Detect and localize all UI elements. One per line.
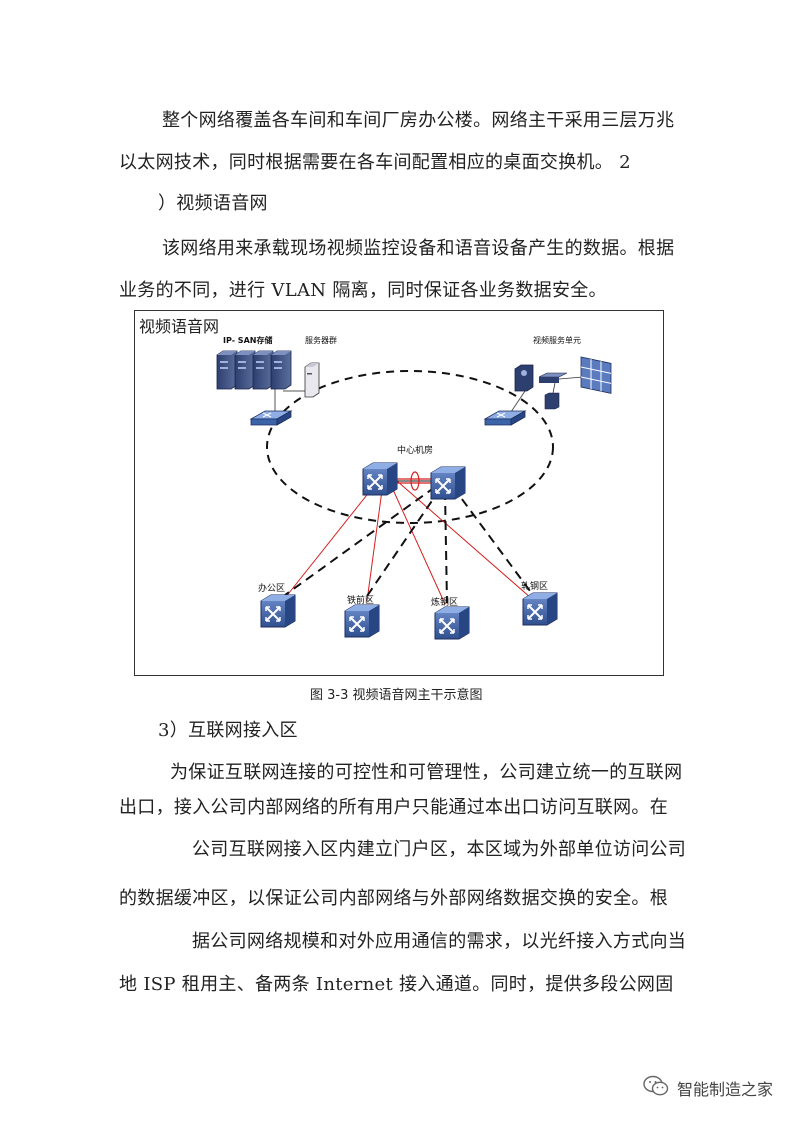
paragraph-line: 该网络用来承载现场视频监控设备和语音设备产生的数据。根据 [162,238,675,259]
dashed-link [284,486,436,596]
paragraph-line: 业务的不同，进行 VLAN 隔离，同时保证各业务数据安全。 [119,280,607,301]
video-unit-devices [514,364,584,410]
server-group-icon [304,362,320,398]
paragraph-line: 出口，接入公司内部网络的所有用户只能通过本出口访问互联网。在 [119,797,668,818]
watermark: 智能制造之家 [643,1075,773,1101]
red-link [284,480,379,599]
red-link [366,482,384,602]
label-ip-san: IP- SAN存储 [223,335,272,345]
dashed-link [364,488,441,600]
core-switch-right [430,466,466,500]
zone-switch-4 [522,592,558,626]
dashed-link [444,490,448,604]
section-heading: ）视频语音网 [158,193,268,214]
wechat-icon [643,1075,669,1101]
label-zone3: 炼钢区 [431,596,458,608]
paragraph-line: 以太网技术，同时根据需要在各车间配置相应的桌面交换机。 2 [119,152,631,173]
core-switch-left [362,462,398,496]
link-aggregation-mark [410,471,420,491]
red-link [389,482,446,605]
zone-switch-office [260,594,296,628]
figure-box-title: 视频语音网 [139,317,220,336]
label-office: 办公区 [258,582,285,594]
paragraph-line: 据公司网络规模和对外应用通信的需求，以光纤接入方式向当 [192,931,687,952]
backbone-ring [266,370,554,524]
paragraph-line: 公司互联网接入区内建立门户区，本区域为外部单位访问公司 [192,839,687,860]
figure-caption: 图 3-3 视频语音网主干示意图 [310,688,483,703]
paragraph-line: 的数据缓冲区，以保证公司内部网络与外部网络数据交换的安全。根 [119,888,668,909]
paragraph-line: 地 ISP 租用主、备两条 Internet 接入通道。同时，提供多段公网固 [119,974,674,995]
label-center-room: 中心机房 [397,444,433,456]
figure-frame: 视频语音网 [134,310,664,676]
dashed-link [452,486,534,596]
label-zone2: 铁前区 [347,594,374,606]
zone-switch-2 [344,604,380,638]
access-switch-left [250,410,292,426]
video-wall-icon [580,356,612,394]
access-switch-right [484,410,526,426]
paragraph-line: 整个网络覆盖各车间和车间厂房办公楼。网络主干采用三层万兆 [162,110,675,131]
label-zone4: 轧钢区 [521,580,548,592]
watermark-text: 智能制造之家 [676,1080,773,1099]
label-video-unit: 视频服务单元 [533,335,581,345]
label-server-group: 服务器群 [305,335,337,345]
storage-servers [216,350,292,390]
zone-switch-3 [434,606,470,640]
section-heading: 3）互联网接入区 [158,720,298,741]
network-diagram: IP- SAN存储 服务器群 视频服务单元 中心机房 办公区 [216,335,612,640]
red-link [396,480,532,599]
paragraph-line: 为保证互联网连接的可控性和可管理性，公司建立统一的互联网 [170,762,683,783]
